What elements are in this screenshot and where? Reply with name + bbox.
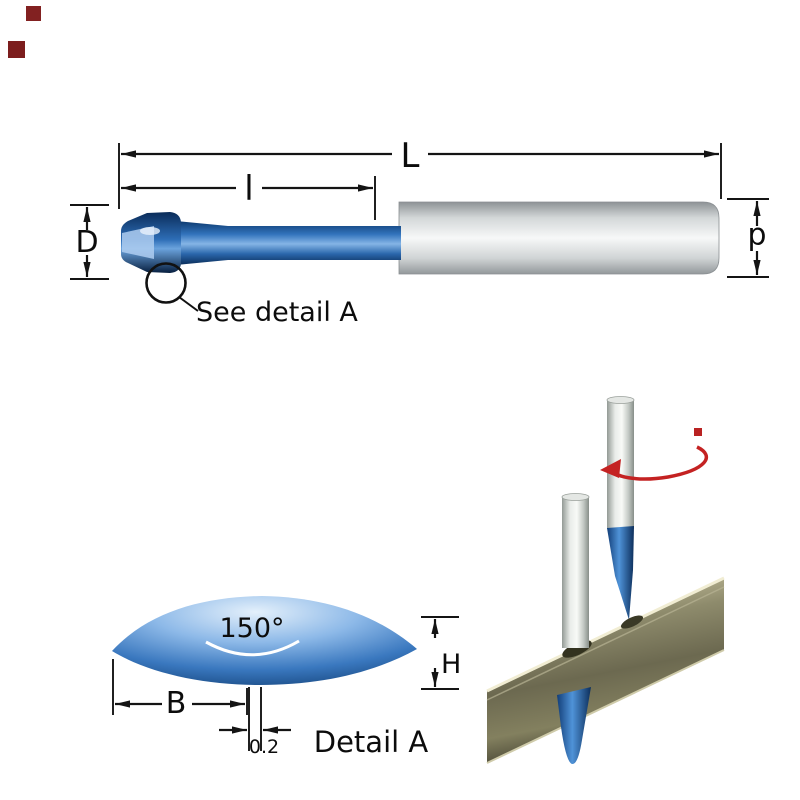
rotation-arrow-mark	[694, 428, 702, 436]
cut-mark	[620, 615, 644, 629]
detail-circle	[145, 262, 187, 304]
left-tool-head-below	[557, 687, 591, 765]
dimension-label-d: d	[747, 220, 766, 255]
dimension-B: B	[112, 659, 248, 721]
dimension-D: D	[70, 204, 109, 280]
dimension-label-B: B	[166, 686, 187, 721]
detail-callout: See detail A	[145, 262, 358, 328]
see-detail-label: See detail A	[196, 297, 358, 328]
dimension-label-L: L	[401, 136, 420, 176]
right-tool-shank	[607, 399, 634, 529]
dimension-L: L	[118, 136, 722, 209]
dimension-tip-width: 0.2	[219, 687, 291, 758]
right-tool-top	[606, 396, 635, 404]
dimension-label-D: D	[75, 225, 98, 260]
dimension-label-H: H	[441, 649, 461, 680]
angle-arc	[205, 639, 300, 657]
detail-a-caption: Detail A	[314, 725, 429, 759]
right-tool-cone	[607, 526, 634, 620]
workpiece-top-edge	[486, 576, 725, 693]
workpiece-bottom-edge	[486, 649, 725, 764]
dimension-label-l: l	[244, 169, 253, 209]
dimension-H: H	[421, 616, 461, 690]
angle-label: 150°	[219, 613, 284, 644]
dimension-l: l	[121, 169, 376, 220]
workpiece-inner-line	[486, 586, 725, 701]
rotation-arrow-head	[600, 459, 621, 478]
left-tool-top	[561, 493, 590, 501]
main-tool-drawing: L l D d See detail A	[70, 136, 769, 328]
application-illustration	[486, 396, 725, 765]
tool-neck	[176, 221, 401, 265]
tool-shank	[398, 201, 720, 275]
left-tool-shank	[562, 496, 589, 648]
corner-mark-2	[8, 41, 25, 58]
detail-profile-shape	[112, 596, 417, 685]
tool-head-glint	[140, 227, 160, 235]
detail-leader-line	[178, 296, 199, 312]
dimension-label-tip: 0.2	[249, 736, 279, 758]
detail-a-view: 150° H B 0.2 Detail A	[112, 596, 461, 759]
dimension-d: d	[727, 198, 769, 278]
corner-mark-1	[26, 6, 41, 21]
workpiece	[487, 578, 724, 763]
